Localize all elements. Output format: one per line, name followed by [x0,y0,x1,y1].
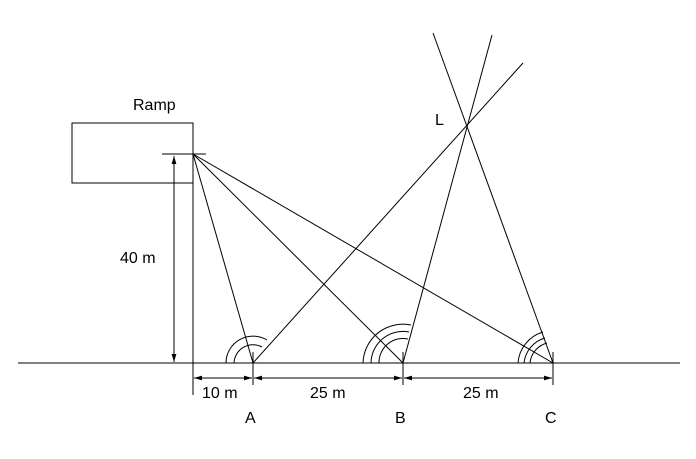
dimension-label-3: 25 m [463,385,499,402]
line-c-to-l [432,32,554,364]
angle-arc-c-middle [523,337,546,364]
point-c-label: C [545,410,557,427]
angle-arc-a-outer [225,335,268,364]
angle-arc-c-outer [517,331,544,364]
sight-line-a [192,153,254,364]
line-a-to-l [252,62,524,364]
point-b-label: B [395,410,406,427]
point-a-label: A [245,410,256,427]
ramp-box [71,122,194,184]
light-label: L [435,112,444,129]
sight-line-c [192,153,554,364]
angle-arc-a-inner [233,344,263,364]
dimension-label-1: 10 m [202,385,238,402]
ramp-label: Ramp [133,97,176,114]
line-b-to-l [402,34,493,364]
angle-arc-b-inner [378,337,409,364]
sight-line-b [192,153,404,364]
height-label: 40 m [120,250,156,267]
angle-arc-b-outer [362,323,412,364]
angle-arc-b-middle [370,330,410,364]
dimension-label-2: 25 m [310,385,346,402]
angle-arc-c-inner [529,342,548,364]
